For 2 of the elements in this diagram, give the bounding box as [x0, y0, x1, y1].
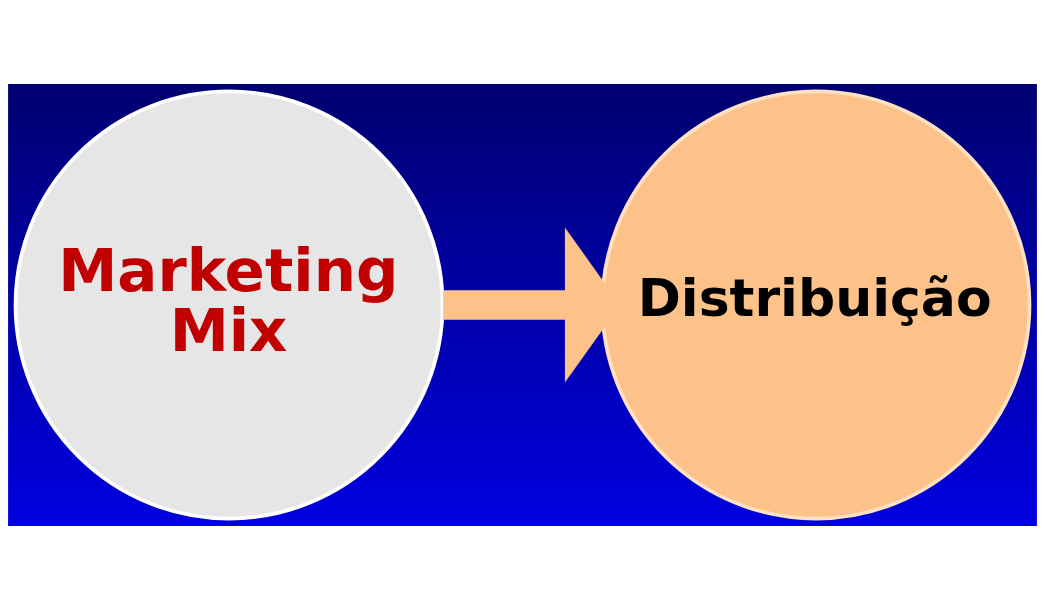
node-circle: Distribuição	[600, 89, 1032, 521]
node-circle: Marketing Mix	[13, 89, 445, 521]
